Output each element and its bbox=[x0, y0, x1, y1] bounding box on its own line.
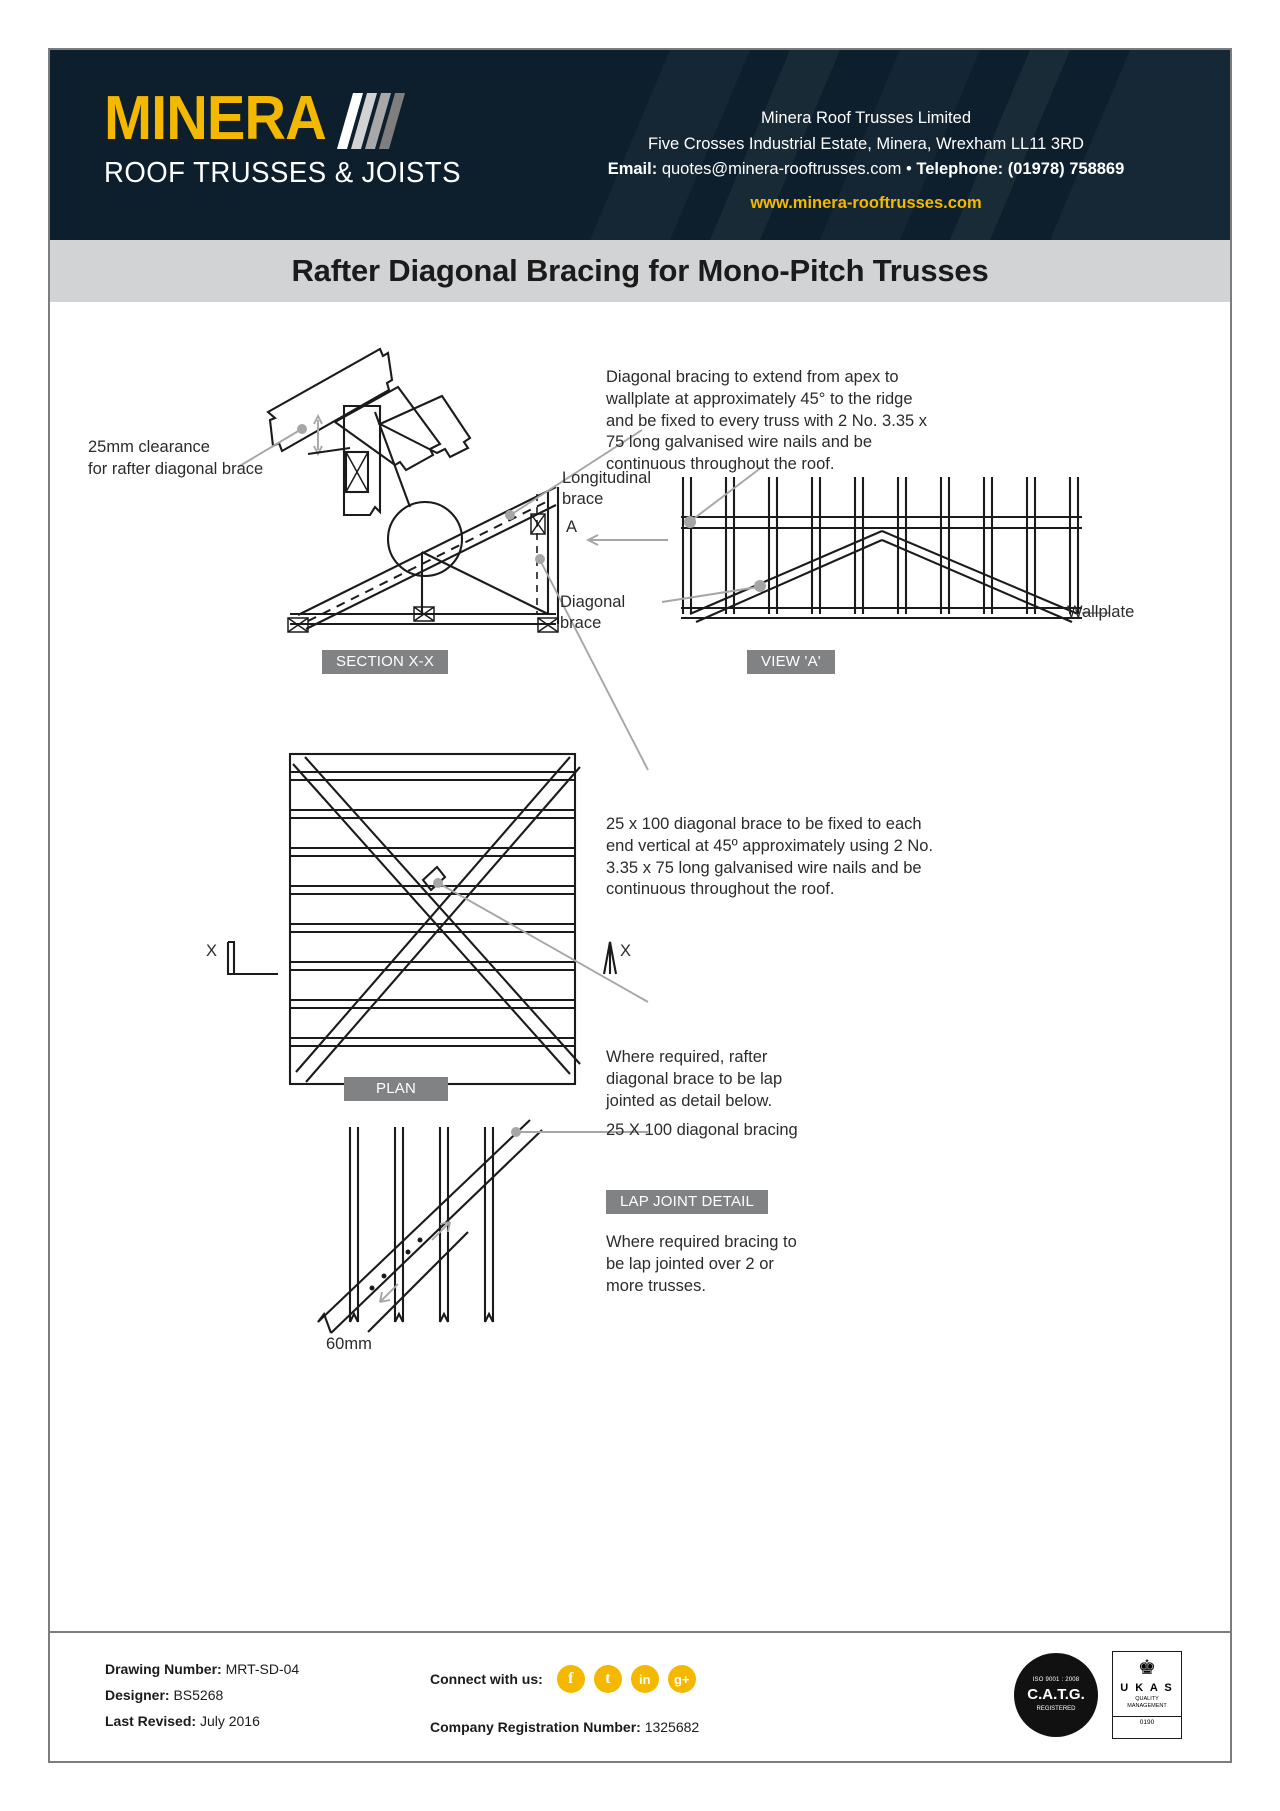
ukas-title: U K A S bbox=[1120, 1682, 1174, 1694]
twitter-icon[interactable]: t bbox=[593, 1665, 622, 1693]
label-60mm-dimension: 60mm bbox=[326, 1335, 372, 1353]
last-revised-row: Last Revised: July 2016 bbox=[105, 1709, 299, 1735]
note-bracing-25x100-label: 25 X 100 diagonal bracing bbox=[606, 1121, 798, 1139]
technical-drawing bbox=[226, 347, 1110, 1334]
telephone-label: Telephone: bbox=[916, 160, 1004, 179]
lap-joint-detail-diagram bbox=[317, 1119, 648, 1334]
designer-label: Designer: bbox=[105, 1686, 170, 1703]
label-longitudinal-brace: Longitudinal brace bbox=[562, 469, 651, 509]
email-value[interactable]: quotes@minera-rooftrusses.com bbox=[661, 160, 902, 179]
label-mark-x-left: X bbox=[206, 942, 218, 960]
linkedin-icon[interactable]: in bbox=[630, 1665, 659, 1693]
caption-section-xx: SECTION X-X bbox=[322, 650, 449, 674]
label-mark-x-right: X bbox=[620, 942, 632, 960]
label-section-arrow-a: A bbox=[566, 518, 578, 536]
logo-wordmark: MINERA bbox=[104, 84, 327, 153]
drawing-sheet: MINERA ROOF TRUSSES & JOISTS Minera Roof… bbox=[48, 48, 1232, 1763]
drawing-body: 25mm clearance for rafter diagonal brace… bbox=[50, 302, 1230, 1631]
drawing-number-row: Drawing Number: MRT-SD-04 bbox=[105, 1657, 299, 1683]
plan-diagram bbox=[226, 752, 649, 1086]
ukas-number: 0190 bbox=[1113, 1715, 1181, 1726]
website-link[interactable]: www.minera-rooftrusses.com bbox=[750, 193, 982, 212]
document-header: MINERA ROOF TRUSSES & JOISTS Minera Roof… bbox=[50, 50, 1230, 240]
last-revised-label: Last Revised: bbox=[105, 1712, 197, 1729]
note-brace-25x100: 25 x 100 diagonal brace to be fixed to e… bbox=[606, 815, 934, 899]
connect-label: Connect with us: bbox=[430, 1671, 543, 1687]
label-diagonal-brace: Diagonal brace bbox=[560, 593, 626, 633]
document-footer: Drawing Number: MRT-SD-04 Designer: BS52… bbox=[50, 1631, 1230, 1761]
company-address: Five Crosses Industrial Estate, Minera, … bbox=[648, 134, 1084, 153]
note-diagonal-bracing-apex: Diagonal bracing to extend from apex to … bbox=[606, 368, 928, 474]
catg-bottom-text: REGISTERED bbox=[1036, 1705, 1076, 1712]
company-registration-row: Company Registration Number: 1325682 bbox=[430, 1719, 705, 1735]
note-lap-jointed: Where required, rafter diagonal brace to… bbox=[606, 1048, 783, 1110]
caption-view-a: VIEW 'A' bbox=[747, 650, 835, 674]
header-contact-block: Minera Roof Trusses Limited Five Crosses… bbox=[556, 106, 1176, 216]
drawing-number-value: MRT-SD-04 bbox=[225, 1661, 300, 1677]
telephone-value: (01978) 758869 bbox=[1007, 160, 1125, 179]
email-label: Email: bbox=[607, 160, 658, 179]
label-wallplate: Wallplate bbox=[1067, 603, 1135, 621]
footer-certifications: ISO 9001 : 2008 C.A.T.G. REGISTERED ♚ U … bbox=[1014, 1651, 1182, 1739]
note-25mm-clearance: 25mm clearance for rafter diagonal brace bbox=[88, 438, 264, 478]
ukas-subtitle: QUALITY MANAGEMENT bbox=[1127, 1696, 1167, 1709]
view-a-diagram bbox=[585, 466, 1110, 623]
company-name: Minera Roof Trusses Limited bbox=[761, 109, 971, 127]
catg-main-text: C.A.T.G. bbox=[1027, 1686, 1085, 1704]
section-xx-diagram bbox=[287, 411, 649, 771]
detail-exploded-view bbox=[237, 347, 472, 517]
footer-social-block: Connect with us: f t in g+ Company Regis… bbox=[430, 1665, 705, 1735]
drawing-number-label: Drawing Number: bbox=[105, 1661, 222, 1677]
company-logo: MINERA ROOF TRUSSES & JOISTS bbox=[104, 84, 480, 190]
last-revised-value: July 2016 bbox=[199, 1712, 260, 1729]
google-plus-icon[interactable]: g+ bbox=[667, 1665, 696, 1693]
logo-tagline: ROOF TRUSSES & JOISTS bbox=[104, 156, 461, 189]
caption-lap-joint-detail: LAP JOINT DETAIL bbox=[606, 1190, 769, 1214]
company-reg-label: Company Registration Number: bbox=[430, 1719, 641, 1735]
company-reg-value: 1325682 bbox=[644, 1719, 700, 1735]
title-band: Rafter Diagonal Bracing for Mono-Pitch T… bbox=[50, 240, 1230, 302]
caption-plan: PLAN bbox=[344, 1077, 448, 1101]
facebook-icon[interactable]: f bbox=[556, 1665, 585, 1693]
catg-top-text: ISO 9001 : 2008 bbox=[1032, 1677, 1080, 1684]
note-lap-joint-text: Where required bracing to be lap jointed… bbox=[606, 1233, 797, 1295]
footer-drawing-info: Drawing Number: MRT-SD-04 Designer: BS52… bbox=[105, 1657, 299, 1735]
designer-value: BS5268 bbox=[173, 1686, 224, 1703]
page-title: Rafter Diagonal Bracing for Mono-Pitch T… bbox=[291, 253, 989, 288]
catg-logo: ISO 9001 : 2008 C.A.T.G. REGISTERED bbox=[1014, 1653, 1098, 1737]
contact-separator: • bbox=[906, 160, 912, 179]
ukas-logo: ♚ U K A S QUALITY MANAGEMENT 0190 bbox=[1112, 1651, 1182, 1739]
designer-row: Designer: BS5268 bbox=[105, 1683, 299, 1709]
crown-icon: ♚ bbox=[1138, 1657, 1156, 1679]
logo-slashes-icon bbox=[336, 91, 405, 149]
